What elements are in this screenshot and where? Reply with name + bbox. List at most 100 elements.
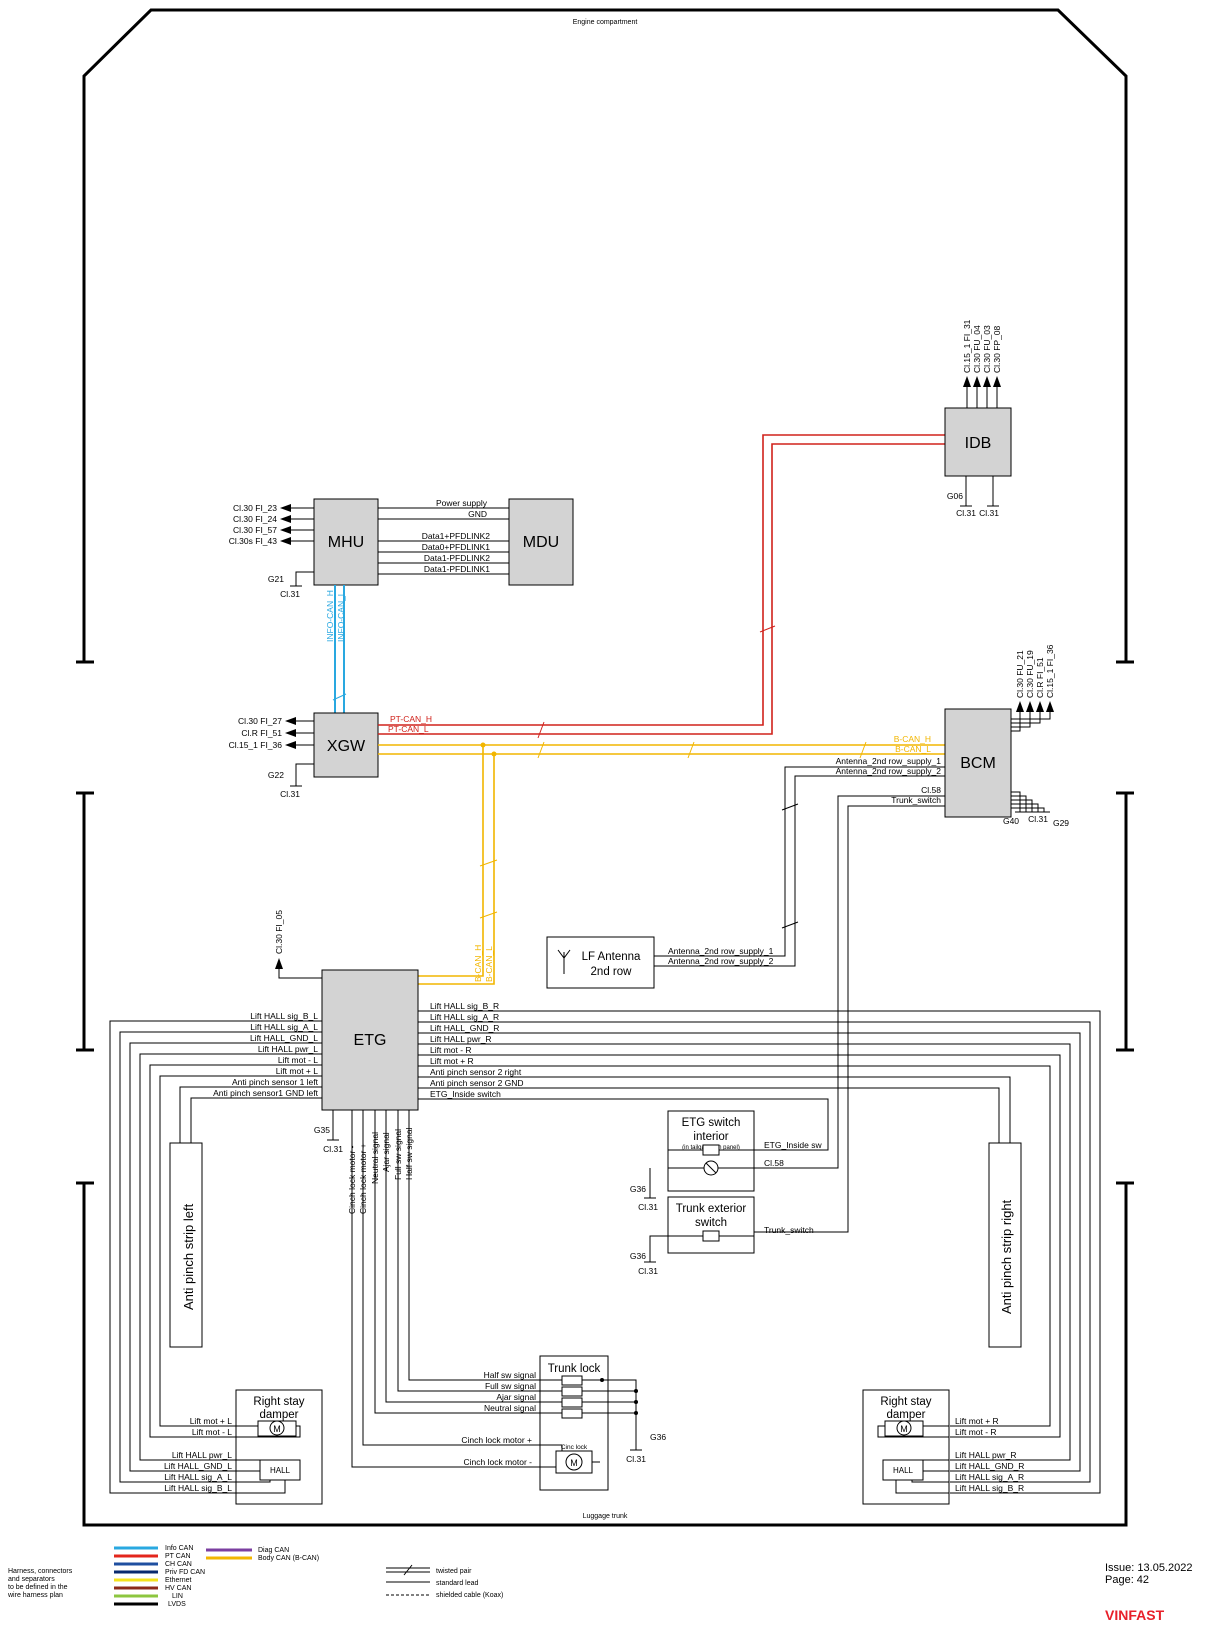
- damper-left-mot-1: Lift mot + L: [190, 1416, 233, 1426]
- legend-ethernet: Ethernet: [165, 1577, 192, 1584]
- legend-ch-can: CH CAN: [165, 1561, 192, 1568]
- etg-box: [321, 969, 419, 1111]
- legend-note-3: to be defined in the: [8, 1584, 68, 1591]
- etg-supply-arrow: [275, 958, 322, 979]
- etg-ground-id: G35: [314, 1125, 330, 1135]
- anti-pinch-right-label: Anti pinch strip right: [999, 1199, 1014, 1314]
- anti-pinch-left-label: Anti pinch strip left: [181, 1203, 196, 1310]
- brand-logo: VINFAST: [1105, 1607, 1165, 1623]
- damper-right-box: [862, 1389, 950, 1505]
- idb-label: IDB: [965, 435, 992, 452]
- damper-right-hall-2: Lift HALL_GND_R: [955, 1461, 1024, 1471]
- trunk-ext-ground-id: G36: [630, 1251, 646, 1261]
- damper-right-hall-1: Lift HALL pwr_R: [955, 1450, 1017, 1460]
- etg-left-pin-1: Lift HALL sig_B_L: [250, 1011, 318, 1021]
- etg-right-pin-2: Lift HALL sig_A_R: [430, 1012, 499, 1022]
- bcm-supply-arrows: [1011, 701, 1054, 732]
- damper-right-hall-3: Lift HALL sig_A_R: [955, 1472, 1024, 1482]
- xgw-supply-2: Cl.R FI_51: [241, 728, 282, 738]
- etg-bottom-pin-6: Half sw signal: [404, 1127, 414, 1180]
- antenna-wires: [654, 766, 945, 967]
- damper-left-hall-1: Lift HALL pwr_L: [172, 1450, 232, 1460]
- bcm-supply-1: Cl.30 FU_21: [1015, 650, 1025, 698]
- idb-supply-3: Cl.30 FU_03: [982, 325, 992, 373]
- damper-right-motor: [877, 1420, 949, 1494]
- bcm-ground-label: Cl.31: [1028, 814, 1048, 824]
- trunk-ext-line1: Trunk exterior: [676, 1203, 747, 1215]
- etg-right-pin-7: Anti pinch sensor 2 right: [430, 1067, 522, 1077]
- engine-compartment-label: Engine compartment: [573, 19, 638, 26]
- legend-info-can: Info CAN: [165, 1545, 193, 1552]
- trunk-ext-ground-label: Cl.31: [638, 1266, 658, 1276]
- trunk-lock-label: Trunk lock: [548, 1363, 601, 1375]
- damper-left-hall-2: Lift HALL_GND_L: [164, 1461, 232, 1471]
- legend-shielded: shielded cable (Koax): [436, 1592, 503, 1599]
- mdu-wire-2: GND: [468, 509, 487, 519]
- damper-right-mot-2: Lift mot - R: [955, 1427, 997, 1437]
- etg-right-pin-5: Lift mot - R: [430, 1045, 472, 1055]
- mhu-label: MHU: [328, 534, 364, 551]
- trunk-lock-sig-5: Cinch lock motor +: [461, 1435, 532, 1445]
- etg-switch-symbol: [644, 1144, 754, 1199]
- etg-bottom-wires: [351, 1110, 540, 1468]
- legend-diag-can: Diag CAN: [258, 1547, 289, 1554]
- trunk-ext-line2: switch: [695, 1217, 727, 1229]
- mdu-box: [508, 498, 574, 586]
- etg-right-pin-3: Lift HALL_GND_R: [430, 1023, 499, 1033]
- etg-left-pin-2: Lift HALL sig_A_L: [250, 1022, 318, 1032]
- trunk-ext-symbol: [644, 1230, 754, 1263]
- damper-left-motor: [236, 1420, 301, 1494]
- etg-ground: [327, 1110, 339, 1141]
- bcm-trunk-switch: Trunk_switch: [891, 795, 941, 805]
- bcm-ground: [1011, 791, 1050, 813]
- mdu-wire-4: Data0+PFDLINK1: [422, 542, 491, 552]
- mhu-ground-id: G21: [268, 574, 284, 584]
- damper-right-mot-1: Lift mot + R: [955, 1416, 999, 1426]
- bcm-switch-wires: [750, 795, 945, 1233]
- lf-antenna-line1: LF Antenna: [582, 951, 641, 963]
- etg-right-pin-1: Lift HALL sig_B_R: [430, 1001, 499, 1011]
- idb-ground: [960, 476, 999, 507]
- cinc-lock-label: Cinc lock: [561, 1444, 588, 1451]
- bcm-antenna-1: Antenna_2nd row_supply_1: [836, 756, 942, 766]
- bcm-ground-id-1: G40: [1003, 816, 1019, 826]
- mhu-ground-label: Cl.31: [280, 589, 300, 599]
- etg-right-pin-6: Lift mot + R: [430, 1056, 474, 1066]
- mdu-wire-6: Data1-PFDLINK1: [424, 564, 490, 574]
- trunk-lock-sig-1: Half sw signal: [484, 1370, 537, 1380]
- bcm-antenna-2: Antenna_2nd row_supply_2: [836, 766, 942, 776]
- legend-standard-lead: standard lead: [436, 1580, 479, 1587]
- etg-bcan-l-label: B-CAN_L: [484, 946, 494, 982]
- legend-lin: LIN: [172, 1593, 183, 1600]
- antenna-supply-1: Antenna_2nd row_supply_1: [668, 946, 774, 956]
- trunk-lock-sig-3: Ajar signal: [496, 1392, 536, 1402]
- damper-left-mot-2: Lift mot - L: [192, 1427, 232, 1437]
- legend-note-1: Harness, connectors: [8, 1568, 73, 1575]
- mdu-wire-1: Power supply: [436, 498, 488, 508]
- damper-right-motor-symbol: M: [900, 1424, 908, 1434]
- legend-hv-can: HV CAN: [165, 1585, 191, 1592]
- etg-bottom-pin-1: Cinch lock motor -: [347, 1145, 357, 1214]
- legend-pt-can: PT CAN: [165, 1553, 191, 1560]
- bcm-box: [944, 708, 1012, 818]
- vehicle-frame: [76, 8, 1134, 1527]
- luggage-trunk-label: Luggage trunk: [583, 1513, 628, 1520]
- legend: Harness, connectors and separators to be…: [7, 1545, 503, 1608]
- bcm-ground-id-2: G29: [1053, 818, 1069, 828]
- damper-left-hall-3: Lift HALL sig_A_L: [164, 1472, 232, 1482]
- etg-left-pin-8: Anti pinch sensor1 GND left: [213, 1088, 319, 1098]
- trunk-lock-sig-4: Neutral signal: [484, 1403, 536, 1413]
- etg-right-pin-8: Anti pinch sensor 2 GND: [430, 1078, 524, 1088]
- etg-bottom-pin-4: Ajar signal: [381, 1132, 391, 1172]
- damper-right-line1: Right stay: [880, 1396, 931, 1408]
- etg-supply: Cl.30 FI_05: [274, 910, 284, 954]
- etg-ground-label: Cl.31: [323, 1144, 343, 1154]
- mdu-wire-3: Data1+PFDLINK2: [422, 531, 491, 541]
- mhu-mdu-wires: [378, 507, 509, 575]
- cinc-motor-symbol: M: [570, 1458, 578, 1468]
- pt-can-h-label: PT-CAN_H: [390, 714, 432, 724]
- pt-can-wires: [378, 434, 945, 739]
- mhu-supply-arrows: [280, 504, 314, 545]
- etg-right-pin-4: Lift HALL pwr_R: [430, 1034, 492, 1044]
